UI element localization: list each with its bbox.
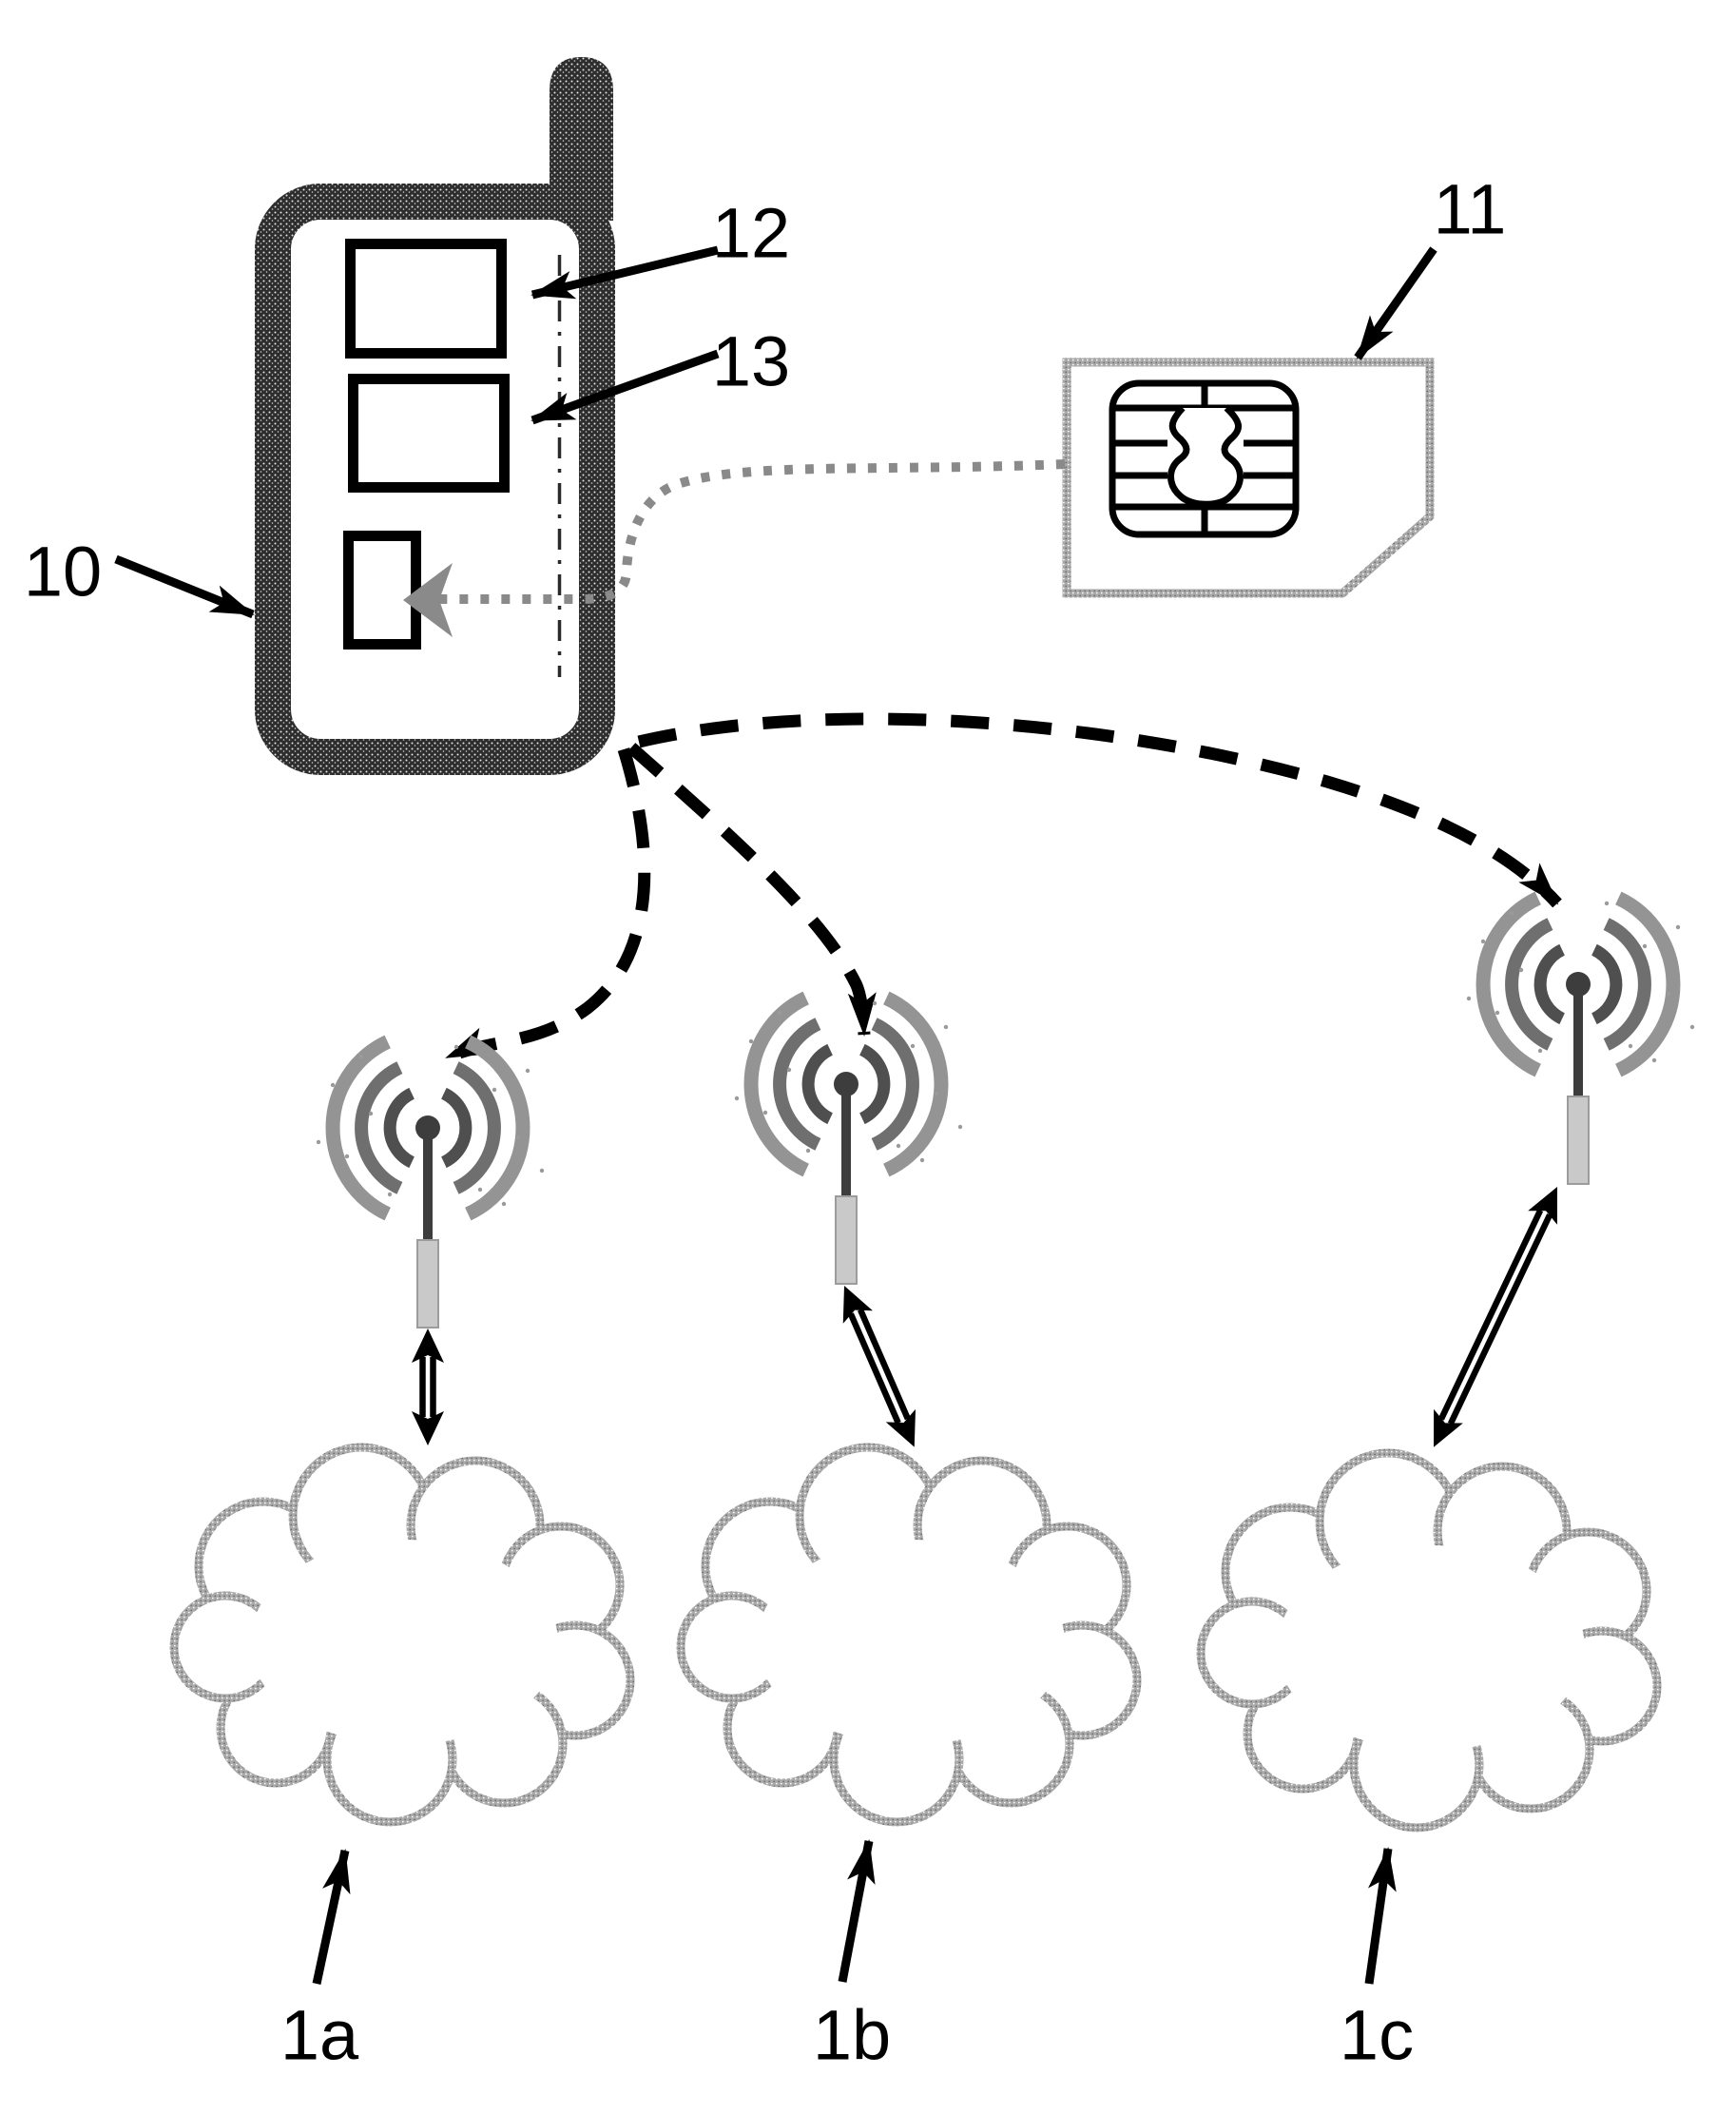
sim-slot-box [343, 531, 421, 650]
double-arrow-1c [1434, 1187, 1557, 1447]
dashed-link-1a [444, 747, 651, 1063]
radio-tower-1b-icon [735, 998, 962, 1284]
radio-tower-1c-icon [1467, 898, 1694, 1184]
label-arrow-10 [114, 554, 255, 619]
sim-chip-icon [1109, 379, 1300, 538]
label-arrow-13 [530, 349, 720, 425]
label-arrow-12 [530, 245, 720, 300]
label-arrow-11 [1354, 246, 1437, 360]
label-1c: 1c [1339, 1995, 1415, 2075]
sim-card-icon [1062, 358, 1435, 598]
dashed-link-1b [627, 743, 877, 1037]
cloud-1c-icon [1201, 1453, 1657, 1828]
dashed-link-1c [637, 712, 1562, 908]
dashed-links [444, 712, 1562, 1063]
mobile-phone-icon [255, 57, 615, 775]
label-1a: 1a [280, 1995, 359, 2075]
component-box-12 [345, 239, 507, 359]
phone-antenna-stub [550, 57, 613, 221]
cloud-1a-icon [174, 1447, 630, 1822]
double-arrow-1a [412, 1329, 444, 1445]
label-12: 12 [711, 193, 791, 273]
label-arrow-1a [312, 1849, 351, 1985]
label-1b: 1b [812, 1995, 892, 2075]
label-arrows [114, 245, 1437, 1985]
double-arrow-1b [842, 1286, 916, 1447]
label-arrow-1c [1364, 1847, 1397, 1985]
cloud-1b-icon [681, 1447, 1137, 1822]
gray-arrowhead-icon [403, 563, 453, 637]
label-arrow-1b [838, 1839, 876, 1983]
label-10: 10 [23, 532, 103, 611]
sim-insert-dotted-arrow [403, 459, 1066, 637]
label-11: 11 [1433, 169, 1507, 249]
radio-tower-1a-icon [317, 1041, 544, 1328]
component-box-13 [348, 374, 510, 493]
label-13: 13 [711, 321, 791, 401]
